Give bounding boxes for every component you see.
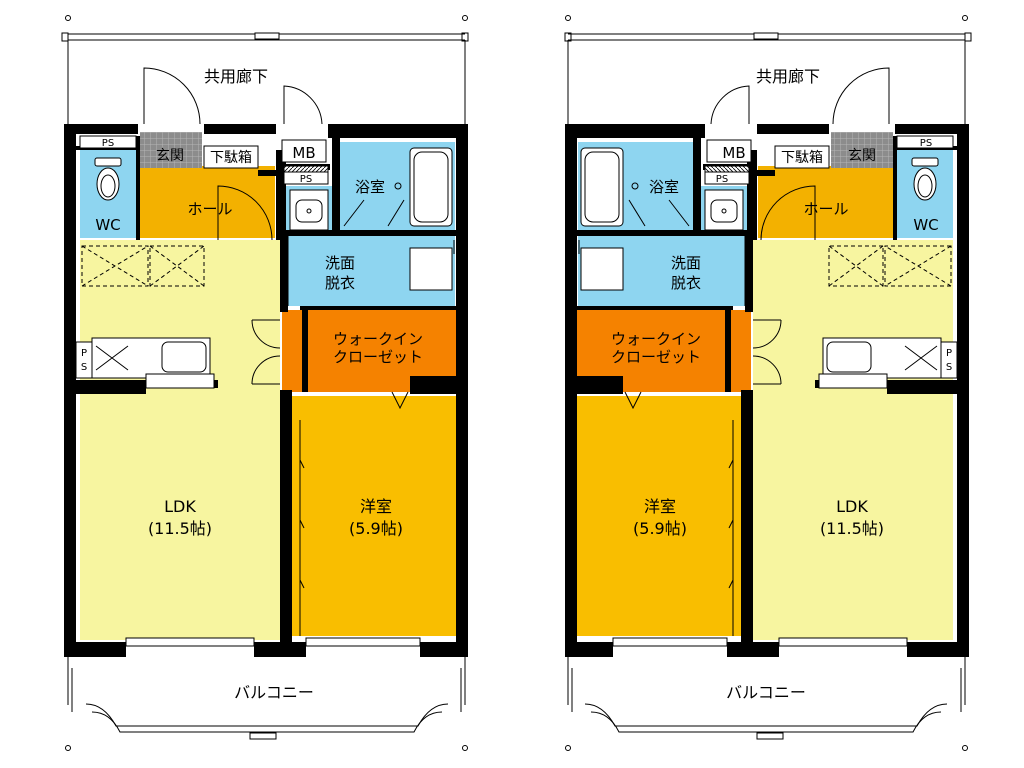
- bathroom-label: 浴室: [355, 178, 385, 196]
- ps-label-kitchen-p: P: [946, 348, 952, 359]
- ps-label-wc: PS: [920, 138, 932, 149]
- balcony-label: バルコニー: [234, 683, 314, 702]
- unit-left: 共用廊下 MB PS PS P S 玄関 下駄箱 ホール WC 浴室 洗面 脱衣…: [61, 15, 469, 751]
- bathroom-label: 浴室: [649, 178, 679, 196]
- closet-label-1: ウォークイン: [611, 330, 701, 348]
- western-room-size-label: (5.9帖): [349, 519, 403, 538]
- ps-label-kitchen-p: P: [81, 348, 87, 359]
- ps-label-wc: PS: [102, 138, 114, 149]
- entrance-label: 玄関: [156, 147, 184, 164]
- ldk-size-label: (11.5帖): [820, 519, 884, 538]
- balcony-label: バルコニー: [726, 683, 806, 702]
- shoe-box-label: 下駄箱: [210, 150, 252, 166]
- ldk-size-label: (11.5帖): [148, 519, 212, 538]
- mb-label: MB: [722, 144, 745, 162]
- ps-label-kitchen-s: S: [81, 362, 87, 373]
- closet-label-1: ウォークイン: [333, 330, 423, 348]
- ldk-label: LDK: [164, 497, 196, 516]
- washroom-label-2: 脱衣: [325, 274, 355, 292]
- common-corridor-label: 共用廊下: [756, 67, 820, 86]
- mb-label: MB: [292, 144, 315, 162]
- ps-label-kitchen-s: S: [946, 362, 952, 373]
- hall-label: ホール: [187, 200, 232, 218]
- ldk-label: LDK: [836, 497, 868, 516]
- closet-label-2: クローゼット: [333, 348, 423, 366]
- shoe-box-label: 下駄箱: [781, 150, 823, 166]
- western-room-label: 洋室: [360, 497, 392, 516]
- ps-label-top: PS: [716, 174, 728, 185]
- western-room-label: 洋室: [644, 497, 676, 516]
- washroom-label-2: 脱衣: [671, 274, 701, 292]
- closet-label-2: クローゼット: [611, 348, 701, 366]
- common-corridor-label: 共用廊下: [204, 67, 268, 86]
- unit-right: 共用廊下 MB PS PS P S 玄関 下駄箱 ホール WC 浴室 洗面 脱衣…: [564, 15, 972, 751]
- wc-label: WC: [95, 216, 120, 234]
- ps-label-top: PS: [300, 174, 312, 185]
- entrance-label: 玄関: [848, 147, 876, 164]
- wc-label: WC: [913, 216, 938, 234]
- washroom-label-1: 洗面: [671, 254, 701, 272]
- washroom-label-1: 洗面: [325, 254, 355, 272]
- western-room-size-label: (5.9帖): [633, 519, 687, 538]
- hall-label: ホール: [803, 200, 848, 218]
